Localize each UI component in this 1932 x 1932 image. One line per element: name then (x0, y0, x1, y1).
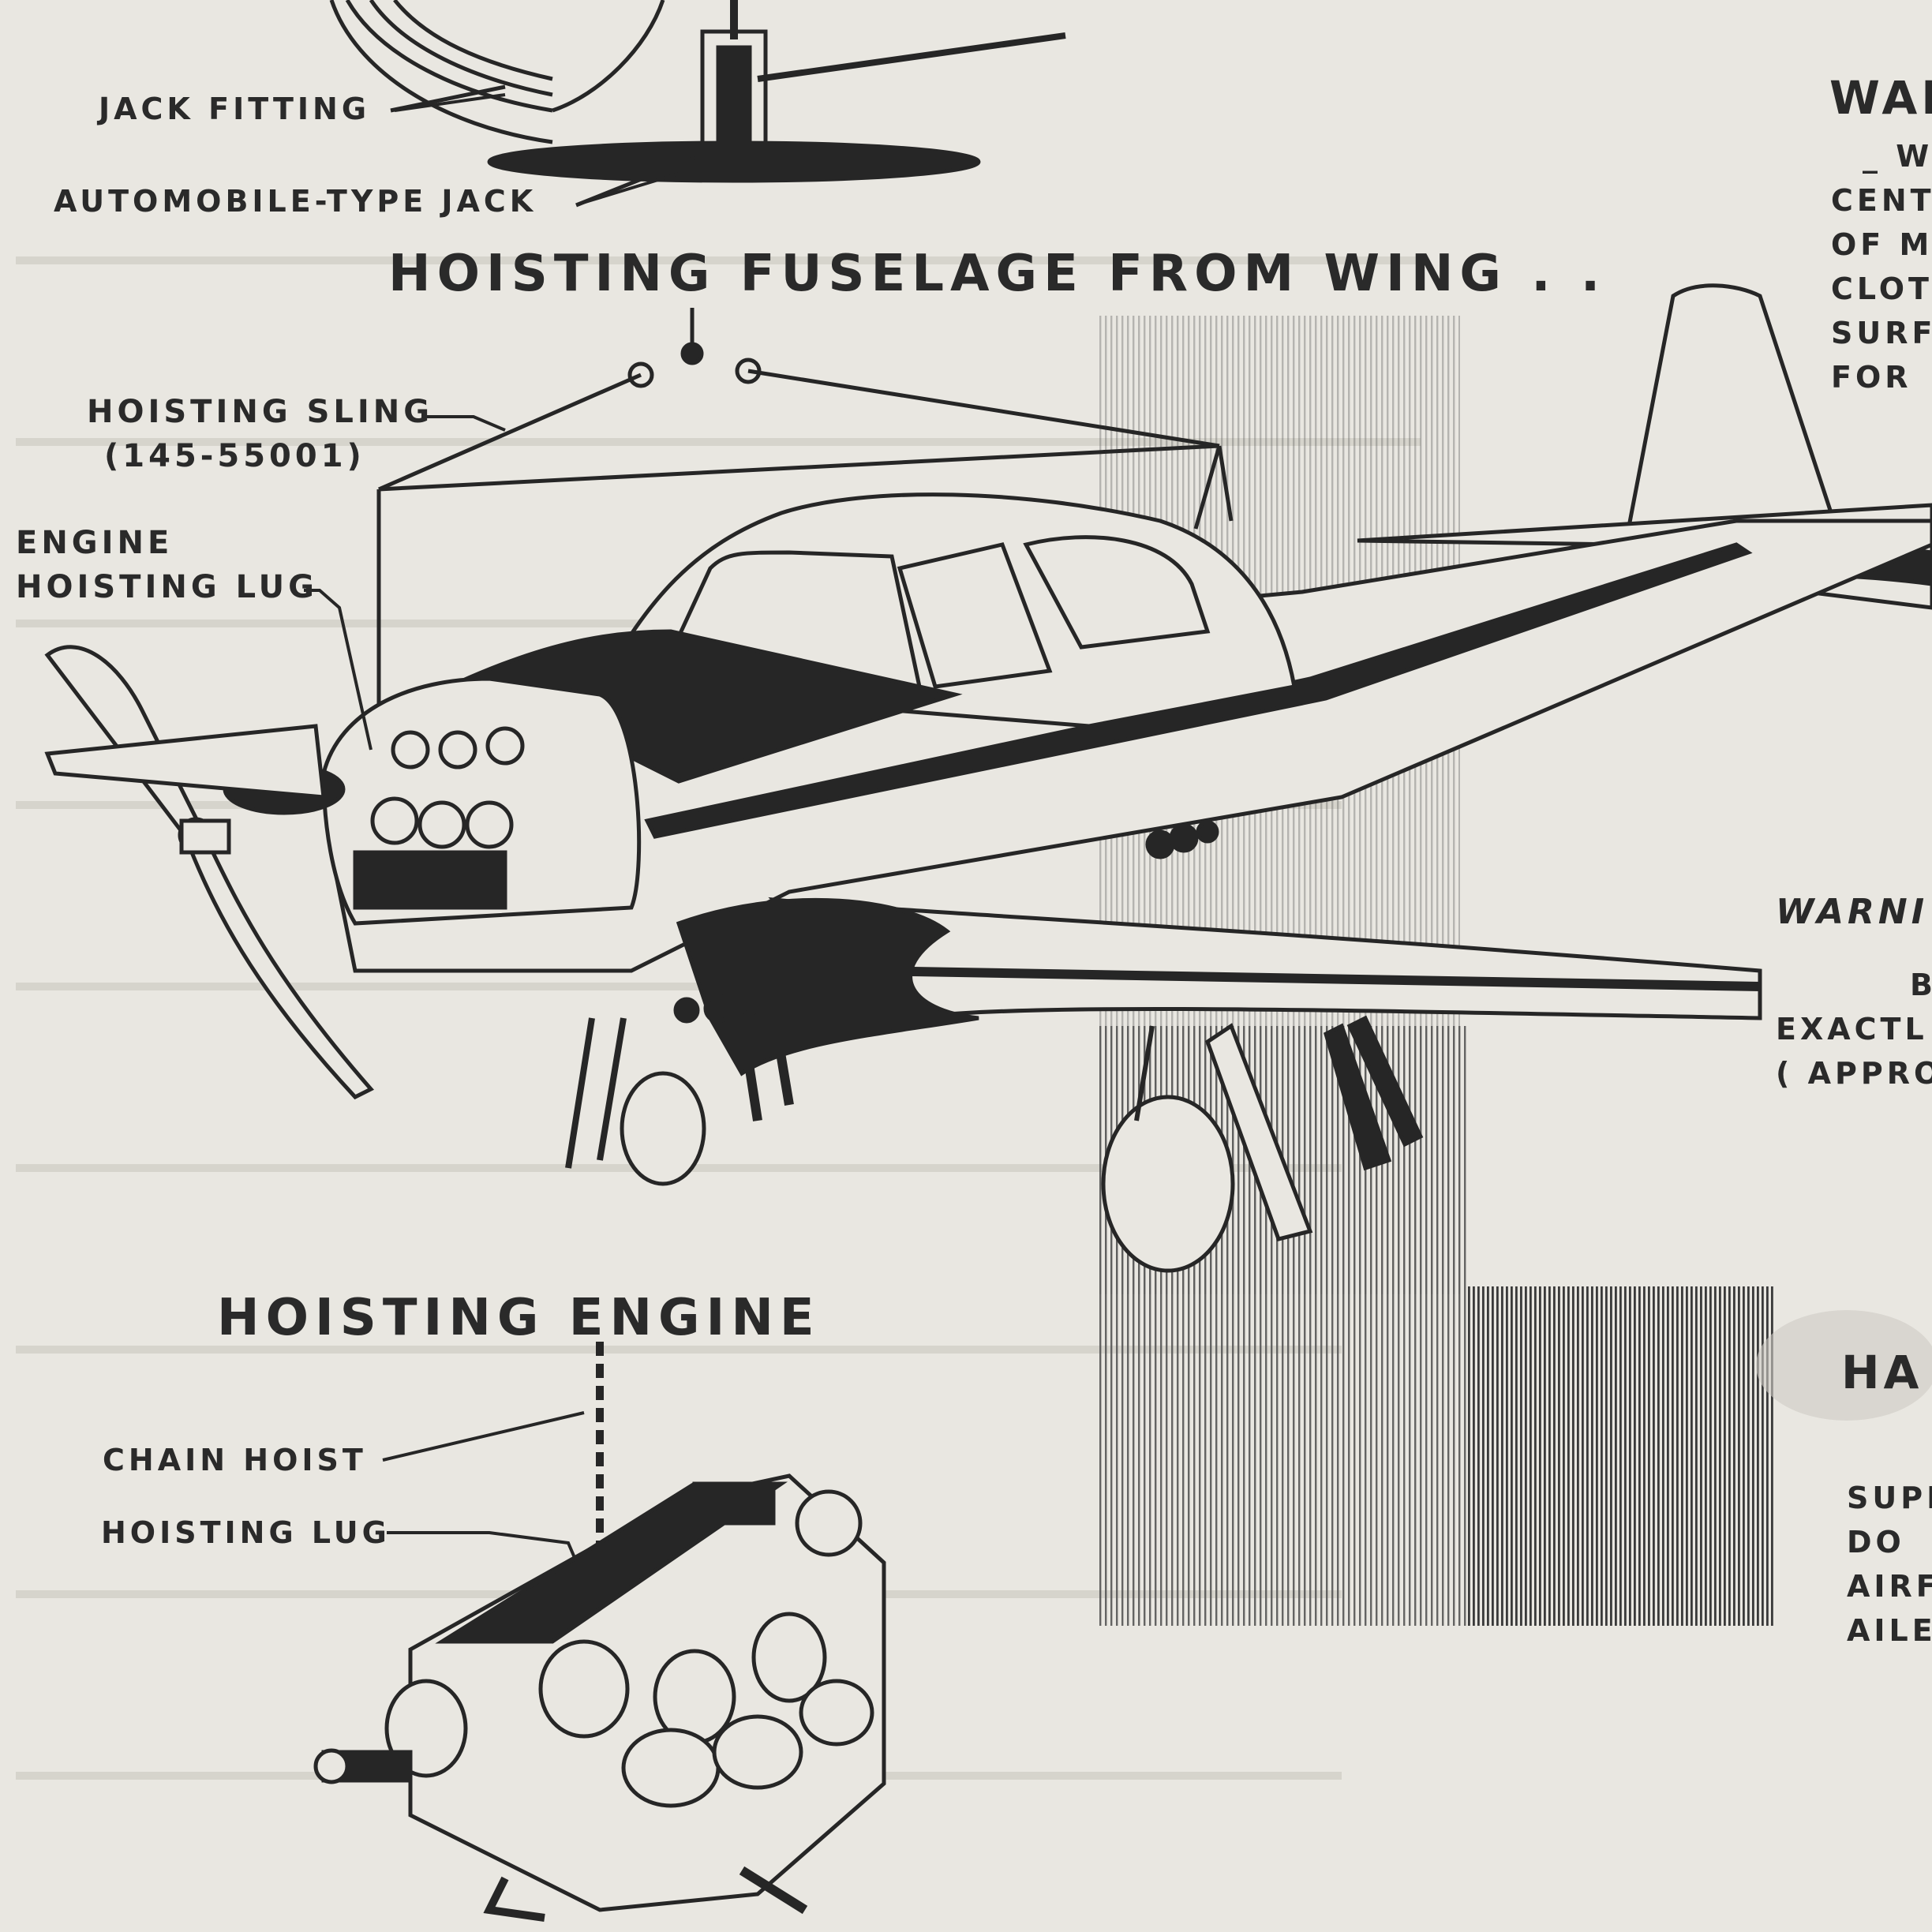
wal-heading: WAL (1829, 71, 1932, 125)
jack-fitting-label: JACK FITTING (99, 92, 371, 126)
hoisting-sling-label-line1: HOISTING SLING (87, 394, 434, 430)
wal-text-block: _ W CENT OF M CLOT SURF FOR (1831, 134, 1932, 399)
warning-line-2: EXACTL (1776, 1012, 1928, 1046)
hoisting-sling-label: HOISTING SLING (145-55001) (87, 390, 433, 478)
wal-line-5: SURF (1831, 316, 1932, 350)
automobile-jack-label: AUTOMOBILE-TYPE JACK (54, 184, 537, 219)
hoisting-lug-label: HOISTING LUG (101, 1515, 391, 1550)
warning-text-block: B EXACTL ( APPRO (1776, 963, 1932, 1095)
wal-line-2: CENT (1831, 183, 1932, 218)
wal-line-1: _ W (1863, 139, 1932, 174)
aircraft-drawing (44, 283, 1932, 1273)
hoisting-engine-title: HOISTING ENGINE (217, 1289, 821, 1347)
ha-line-2: DO (1847, 1525, 1905, 1559)
hoisting-fuselage-title: HOISTING FUSELAGE FROM WING . . (388, 245, 1607, 303)
ha-line-3: AIRF (1847, 1569, 1932, 1604)
wal-line-4: CLOT (1831, 271, 1932, 306)
hoisting-sling (369, 308, 1234, 797)
engine-hoisting-lug-label: ENGINE HOISTING LUG (16, 521, 318, 609)
wal-line-6: FOR (1831, 360, 1912, 395)
ha-line-4: AILE (1847, 1613, 1932, 1648)
chain-hoist-label: CHAIN HOIST (103, 1443, 367, 1477)
ink-smudge (1756, 1310, 1932, 1421)
engine-drawing (313, 1342, 886, 1922)
wal-line-3: OF M (1831, 227, 1932, 262)
engine-hoisting-lug-label-line2: HOISTING LUG (16, 569, 318, 605)
warning-line-3: ( APPRO (1776, 1056, 1932, 1091)
hatched-shadow-right (1468, 1286, 1776, 1626)
warning-line-1: B (1910, 968, 1932, 1002)
ha-heading: HA (1841, 1346, 1923, 1399)
ha-text-block: SUPE DO AIRF AILE (1847, 1476, 1932, 1653)
hoisting-sling-label-line2: (145-55001) (104, 438, 365, 474)
engine-hoisting-lug-label-line1: ENGINE (16, 525, 174, 561)
warning-heading: WARNI (1776, 892, 1929, 932)
ha-line-1: SUPE (1847, 1481, 1932, 1515)
